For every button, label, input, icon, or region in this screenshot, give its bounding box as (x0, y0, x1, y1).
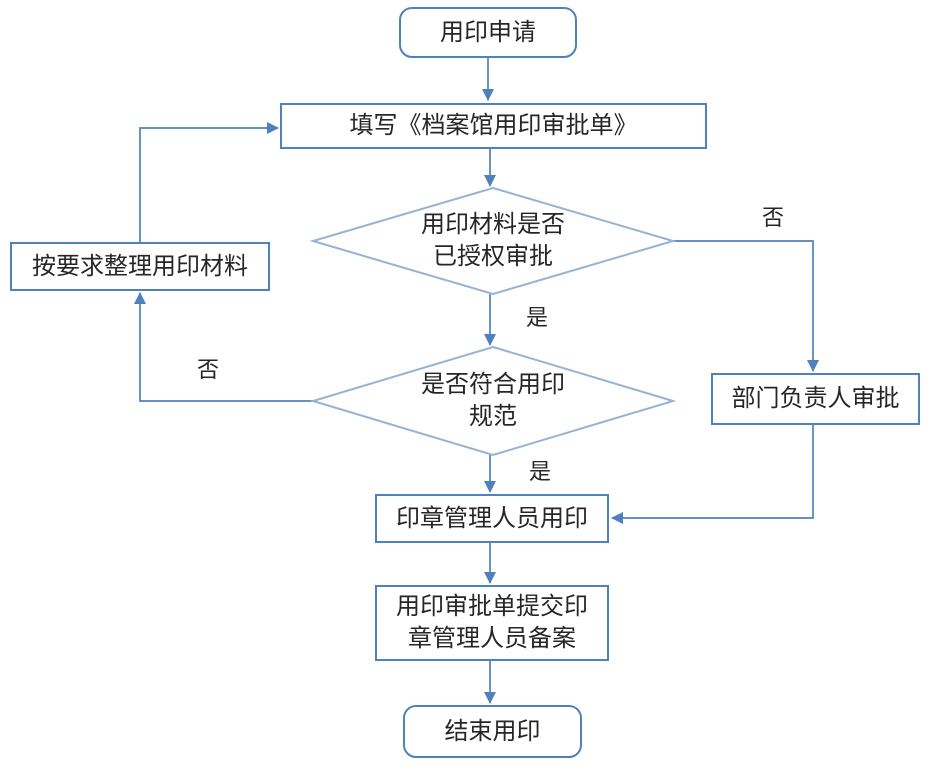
node-end: 结束用印 (403, 705, 582, 758)
edge-label-auth-yes: 是 (524, 305, 551, 330)
edge-label-auth-no: 否 (760, 205, 787, 230)
edge-decision-auth-no (673, 240, 819, 372)
node-seal-use: 印章管理人员用印 (375, 494, 609, 543)
edge-label-standard-yes: 是 (527, 459, 554, 484)
node-start: 用印申请 (399, 7, 577, 58)
edge-decision-standard-no (134, 292, 313, 402)
node-decision-auth-label: 用印材料是否 已授权审批 (421, 211, 565, 270)
node-submit-record: 用印审批单提交印 章管理人员备案 (375, 585, 609, 661)
edge-dept-approval-to-seal-use (611, 425, 814, 524)
node-dept-approval: 部门负责人审批 (711, 373, 920, 425)
edge-organize-to-fillform (139, 122, 279, 242)
node-fill-form: 填写《档案馆用印审批单》 (280, 103, 707, 149)
node-decision-standard-label: 是否符合用印 规范 (421, 371, 565, 430)
edge-label-standard-no: 否 (195, 357, 222, 382)
decision-auth-diamond (309, 186, 677, 296)
decision-standard-diamond (309, 345, 677, 457)
node-organize-materials: 按要求整理用印材料 (10, 242, 270, 291)
